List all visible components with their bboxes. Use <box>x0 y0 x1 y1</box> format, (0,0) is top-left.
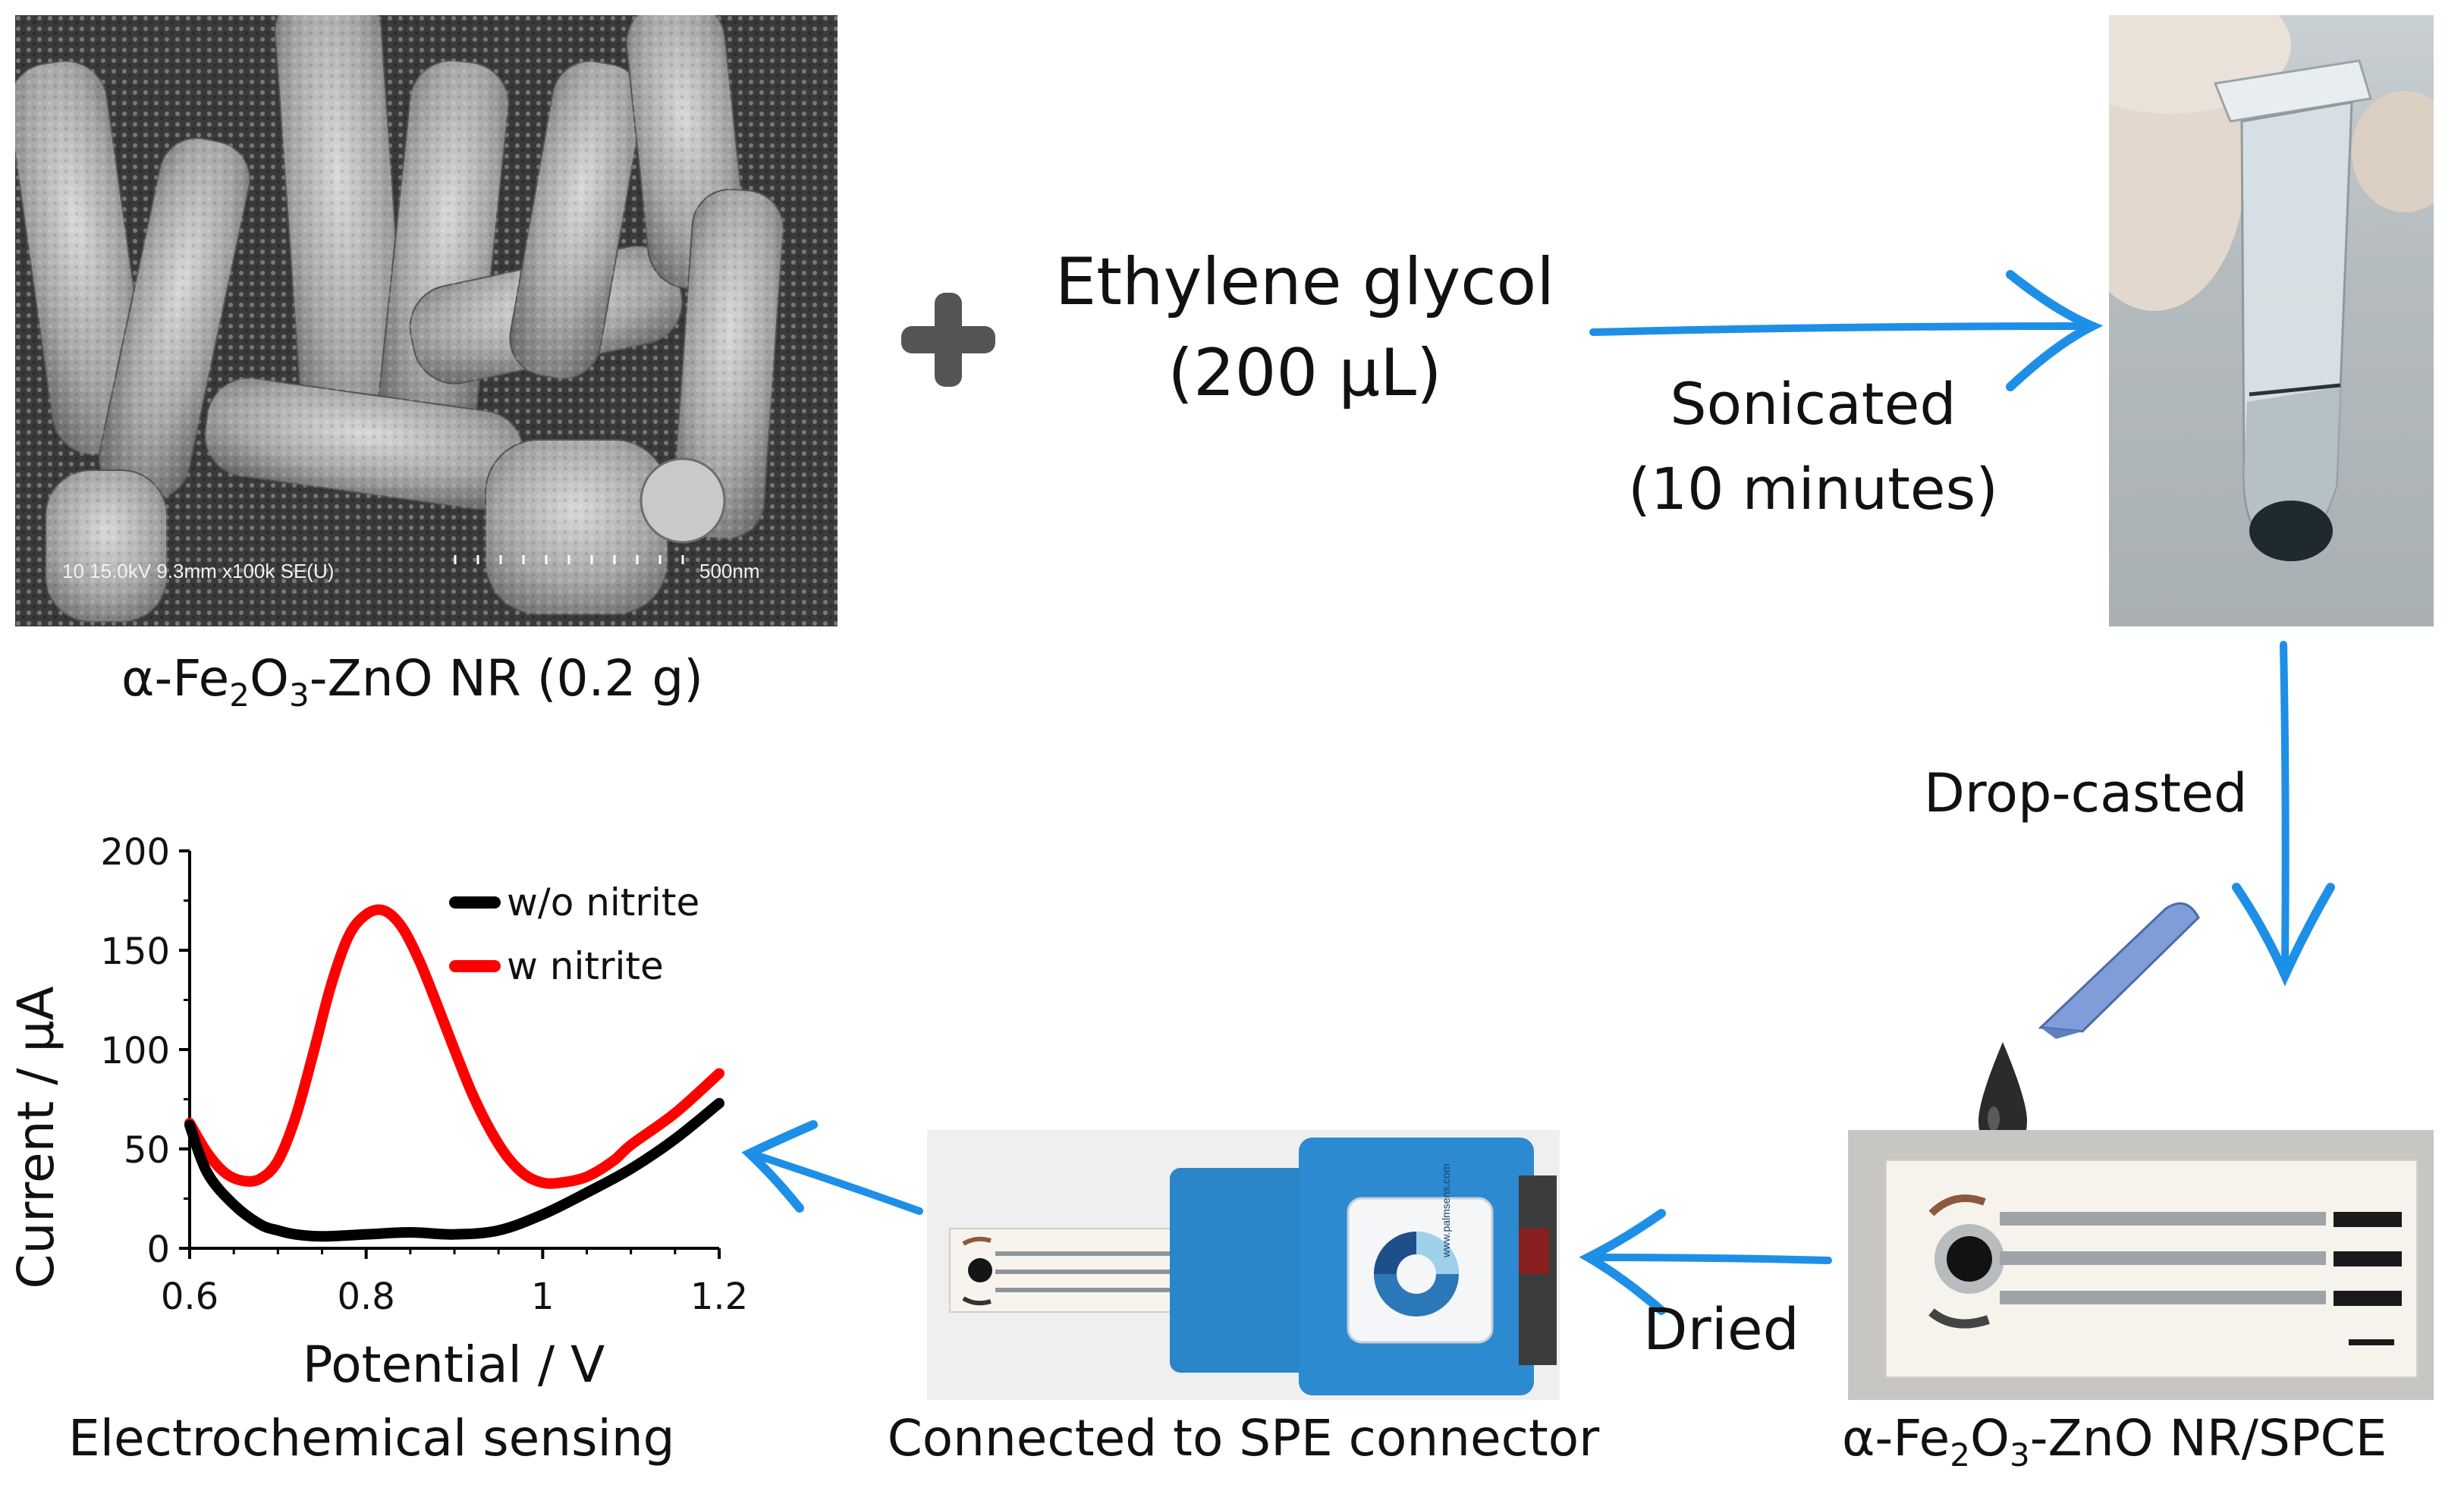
arrow-left-dried-icon <box>1579 1209 1832 1315</box>
electrode-photo <box>1848 1130 2434 1400</box>
y-tick-label: 0 <box>146 1229 170 1271</box>
legend-label: w/o nitrite <box>507 880 699 924</box>
sensing-caption: Electrochemical sensing <box>68 1409 675 1467</box>
dpv-chart: 0 50 100 150 200 0.6 0.8 1 1.2 w/o nitrite w nitr… <box>7 831 748 1394</box>
sem-caption-prefix: α-Fe <box>121 649 230 708</box>
tube-drawing <box>2048 0 2458 561</box>
x-tick-label: 0.6 <box>161 1276 218 1318</box>
tube-photo <box>2048 0 2458 626</box>
sem-caption-mid: O <box>250 649 289 708</box>
y-tick-label: 150 <box>100 931 170 973</box>
y-tick-label: 50 <box>124 1129 170 1172</box>
series-line-with-nitrite <box>184 904 724 1189</box>
sem-micrograph <box>8 0 838 626</box>
sem-caption: α-Fe2O3-ZnO NR (0.2 g) <box>121 649 703 714</box>
x-tick-label: 0.8 <box>337 1276 394 1318</box>
electrode-caption-prefix: α-Fe <box>1842 1409 1950 1467</box>
y-tick-label: 100 <box>100 1030 170 1072</box>
arrow-down-icon <box>2232 641 2335 986</box>
sem-caption-sub2: 3 <box>288 676 310 714</box>
drop-icon <box>1978 1042 2027 1150</box>
sonicated-time: (10 minutes) <box>1628 455 1998 523</box>
chart-ticks: 0 50 100 150 200 0.6 0.8 1 1.2 <box>100 831 748 1318</box>
chart-series <box>184 904 724 1242</box>
arrow-left-chart-icon <box>741 1120 923 1215</box>
connector-photo: www.palmsens.com <box>927 1130 1560 1400</box>
connector-drawing <box>949 1138 1557 1395</box>
drop-casted-label: Drop-casted <box>1924 762 2248 824</box>
electrode-drawing <box>1885 1160 2418 1378</box>
reagent-amount: (200 µL) <box>1168 335 1442 411</box>
electrode-caption: α-Fe2O3-ZnO NR/SPCE <box>1842 1409 2387 1474</box>
y-axis-label: Current / µA <box>7 986 65 1288</box>
connector-brand-text: www.palmsens.com <box>1440 1163 1452 1257</box>
sem-scale-text: 500nm <box>699 560 760 582</box>
electrode-caption-mid: O <box>1970 1409 2010 1467</box>
dried-label: Dried <box>1643 1295 1799 1363</box>
sem-info-text: 10 15.0kV 9.3mm x100k SE(U) <box>62 560 335 582</box>
reagent-name: Ethylene glycol <box>1054 244 1555 320</box>
series-line-without-nitrite <box>184 1097 724 1242</box>
electrode-caption-suffix: -ZnO NR/SPCE <box>2029 1409 2387 1467</box>
arrow-right-icon <box>1589 270 2104 391</box>
plus-icon <box>901 293 995 387</box>
sonicated-label: Sonicated <box>1670 370 1956 438</box>
sem-caption-sub1: 2 <box>229 676 250 714</box>
x-axis-label: Potential / V <box>303 1335 605 1394</box>
electrode-caption-sub2: 3 <box>2009 1436 2030 1474</box>
y-tick-label: 200 <box>100 831 170 874</box>
x-tick-label: 1 <box>531 1276 555 1318</box>
pipette-icon <box>2038 902 2200 1039</box>
connector-caption: Connected to SPE connector <box>887 1409 1600 1467</box>
sem-image: 10 15.0kV 9.3mm x100k SE(U) 500nm <box>8 0 838 626</box>
sem-caption-suffix: -ZnO NR (0.2 g) <box>309 649 704 708</box>
chart-legend: w/o nitrite w nitrite <box>449 880 699 988</box>
electrode-caption-sub1: 2 <box>1950 1436 1971 1474</box>
legend-label: w nitrite <box>507 944 664 988</box>
x-tick-label: 1.2 <box>690 1276 748 1318</box>
